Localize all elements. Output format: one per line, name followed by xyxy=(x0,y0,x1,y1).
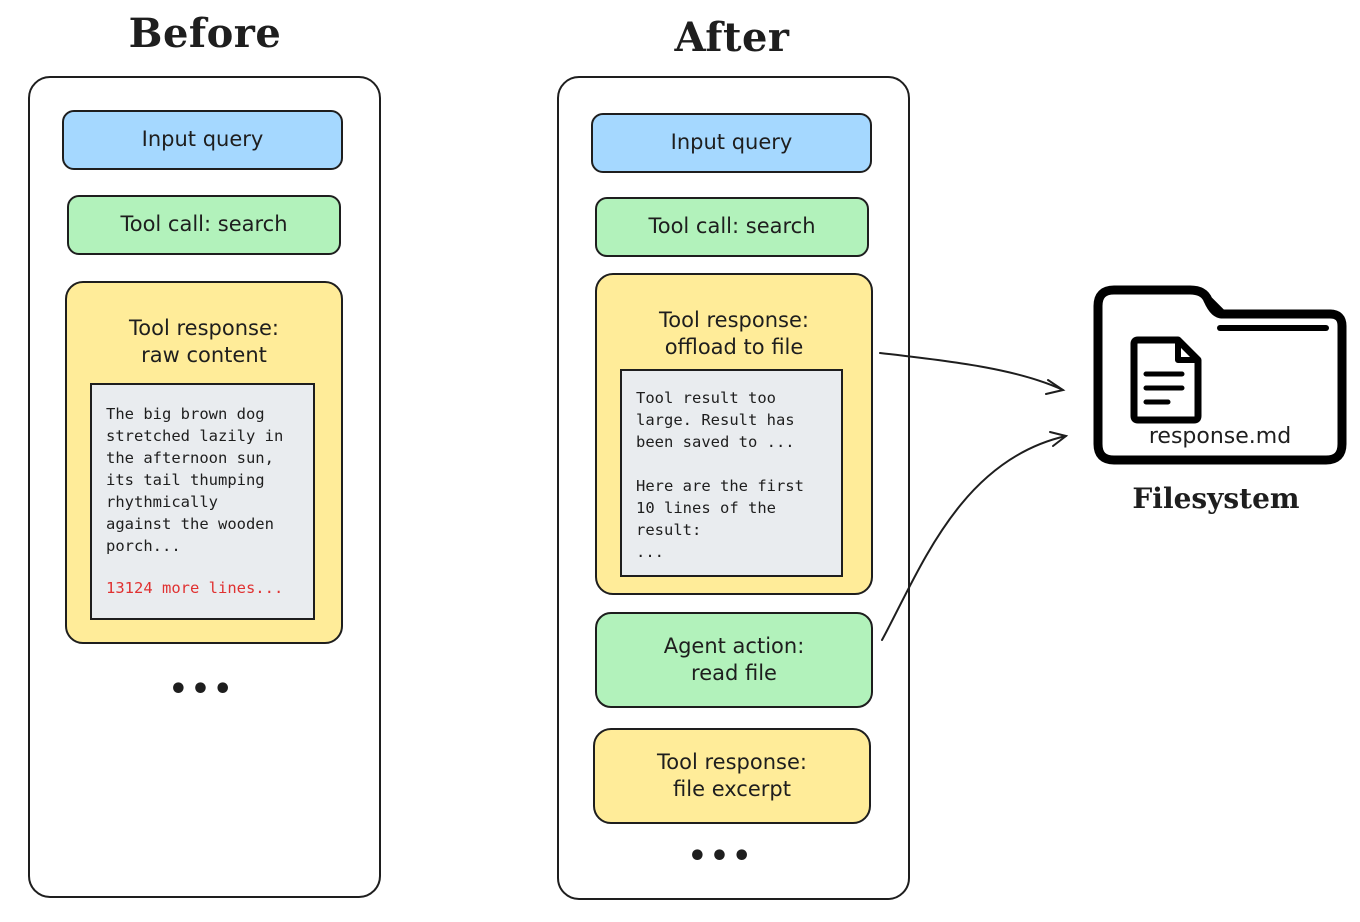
offload-arrow xyxy=(879,352,1064,391)
before-tool-response-title-line-2: raw content xyxy=(141,343,267,368)
before-content-line: The big brown dog xyxy=(106,405,265,423)
after-tool-call: Tool call: search xyxy=(595,197,869,257)
after-file-excerpt-line-1: Tool response: xyxy=(657,749,807,774)
before-input-query-label: Input query xyxy=(141,127,264,152)
after-content-line: result: xyxy=(636,521,702,539)
after-content-line: Tool result too xyxy=(636,389,776,407)
after-offload-panel: Tool result too large. Result has been sav… xyxy=(620,369,843,577)
before-more-lines: 13124 more lines... xyxy=(106,579,284,597)
before-tool-response-title: Tool response: raw content xyxy=(67,315,341,370)
after-content-line: ... xyxy=(636,543,664,561)
before-content-line: against the wooden xyxy=(106,515,274,533)
after-tool-response-title-line-1: Tool response: xyxy=(659,308,809,332)
filesystem-label: Filesystem xyxy=(1132,482,1300,515)
after-tool-response-title-line-2: offload to file xyxy=(664,335,804,360)
after-content-line: large. Result has xyxy=(636,411,795,429)
offload-arrow-head xyxy=(1045,379,1066,395)
after-file-excerpt: Tool response: file excerpt xyxy=(593,728,871,824)
after-ellipsis: ••• xyxy=(687,839,755,874)
before-raw-content-panel: The big brown dog stretched lazily in the … xyxy=(90,383,315,620)
before-heading: Before xyxy=(128,10,282,57)
before-tool-response-title-line-1: Tool response: xyxy=(129,316,279,340)
before-ellipsis: ••• xyxy=(168,672,236,707)
after-content-line: been saved to ... xyxy=(636,433,795,451)
file-name: response.md xyxy=(1148,424,1292,449)
read-file-arrow-head xyxy=(1049,431,1069,447)
before-content-line: porch... xyxy=(106,537,181,555)
after-input-query: Input query xyxy=(591,113,872,173)
before-tool-call-label: Tool call: search xyxy=(120,212,288,237)
after-content-line: 10 lines of the xyxy=(636,499,776,517)
after-tool-response-title: Tool response: offload to file xyxy=(597,307,871,362)
before-content-line: rhythmically xyxy=(106,493,218,511)
after-heading: After xyxy=(674,14,790,61)
before-tool-call: Tool call: search xyxy=(67,195,341,255)
before-input-query: Input query xyxy=(62,110,343,170)
before-content-line: its tail thumping xyxy=(106,471,265,489)
before-content-line: the afternoon sun, xyxy=(106,449,274,467)
after-file-excerpt-line-2: file excerpt xyxy=(673,777,791,801)
after-agent-action: Agent action: read file xyxy=(595,612,873,708)
after-agent-action-line-1: Agent action: xyxy=(663,633,805,658)
after-tool-call-label: Tool call: search xyxy=(648,214,816,239)
after-agent-action-line-2: read file xyxy=(691,661,777,685)
read-file-arrow xyxy=(881,435,1067,641)
after-content-line: Here are the first xyxy=(636,477,804,495)
folder-with-document-icon xyxy=(1093,285,1347,465)
after-input-query-label: Input query xyxy=(670,130,793,155)
before-content-line: stretched lazily in xyxy=(106,427,284,445)
